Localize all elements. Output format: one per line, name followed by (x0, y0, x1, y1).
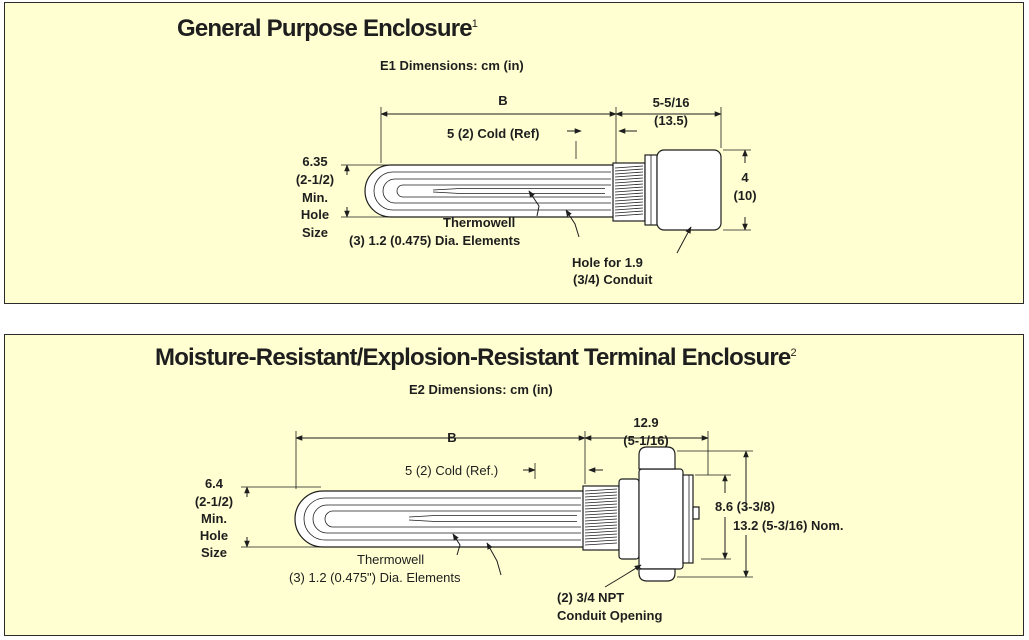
thread-line (614, 210, 644, 214)
e1-label-thermowell: Thermowell (443, 215, 515, 230)
e2-dimension-b (295, 431, 586, 489)
e1-label-hole-4: Hole (301, 207, 329, 222)
e2-label-hole-2: (2-1/2) (195, 494, 233, 509)
thread-line (584, 539, 618, 543)
e2-label-hole-3: Min. (201, 511, 227, 526)
e2-heating-elements (294, 490, 583, 548)
thread-line (614, 198, 644, 202)
panel1-subtitle: E1 Dimensions: cm (in) (380, 58, 524, 73)
e2-dimension-outer-height (677, 450, 753, 578)
e2-label-hole-4: Hole (200, 528, 228, 543)
e1-label-conduit-2: (3/4) Conduit (573, 272, 653, 287)
e2-label-width-cm: 12.9 (633, 415, 658, 430)
e1-label-cold: 5 (2) Cold (Ref) (447, 126, 539, 141)
e2-threaded-fitting (582, 485, 620, 551)
e1-label-hole-3: Min. (302, 190, 328, 205)
thread-line (584, 491, 618, 495)
e2-label-hole-5: Size (201, 545, 227, 560)
thread-line (584, 521, 618, 525)
thread-line (614, 213, 644, 217)
e1-label-b: B (498, 93, 507, 108)
e2-label-outer-height: 13.2 (5-3/16) Nom. (733, 518, 844, 533)
e1-dimension-enclosure-width (615, 107, 722, 148)
e1-label-hole-2: (2-1/2) (296, 172, 334, 187)
thread-line (584, 503, 618, 507)
moisture-explosion-resistant-panel: Moisture-Resistant/Explosion-Resistant T… (4, 334, 1024, 636)
e2-label-conduit-1: (2) 3/4 NPT (557, 590, 624, 605)
e2-dimension-hole-size (241, 486, 321, 548)
thread-line (614, 174, 644, 178)
e1-leader-lines (528, 190, 692, 254)
e1-cold-ref-pointer (567, 128, 637, 159)
thread-line (584, 542, 618, 546)
e2-label-thermowell: Thermowell (357, 552, 424, 567)
thread-line (584, 515, 618, 519)
e2-leader-lines (452, 533, 642, 588)
thread-line (584, 527, 618, 531)
e2-cold-ref-pointer (523, 463, 603, 479)
e2-label-inner-height: 8.6 (3-3/8) (715, 499, 775, 514)
thread-line (584, 494, 618, 498)
e2-label-hole-1: 6.4 (205, 476, 224, 491)
e1-label-elements: (3) 1.2 (0.475) Dia. Elements (349, 233, 520, 248)
thread-line (584, 533, 618, 537)
thread-line (584, 488, 618, 492)
e2-label-width-in: (5-1/16) (623, 433, 669, 448)
thread-line (584, 530, 618, 534)
e1-label-hole-5: Size (302, 225, 328, 240)
e2-heater-drawing: B 5 (2) Cold (Ref.) 12.9 (5-1/16) 6.4 (2… (195, 415, 844, 623)
thread-line (614, 207, 644, 211)
thread-line (614, 189, 644, 193)
e2-label-elements: (3) 1.2 (0.475") Dia. Elements (289, 570, 461, 585)
e2-thermowell (408, 515, 577, 522)
panel1-title: General Purpose Enclosure1 (177, 15, 478, 42)
thread-line (584, 518, 618, 522)
thread-line (614, 183, 644, 187)
panel2-subtitle: E2 Dimensions: cm (in) (409, 382, 553, 397)
panel2-title-footnote: 2 (790, 347, 797, 359)
thread-line (614, 204, 644, 208)
thread-line (614, 180, 644, 184)
thread-line (614, 201, 644, 205)
e1-label-height-in: (10) (733, 188, 756, 203)
thread-line (584, 497, 618, 501)
thread-line (584, 512, 618, 516)
thread-line (584, 509, 618, 513)
thread-line (584, 524, 618, 528)
thread-line (614, 165, 644, 169)
e1-dimension-enclosure-height (723, 149, 751, 231)
thread-line (614, 171, 644, 175)
e1-thermowell (432, 188, 605, 194)
thread-line (584, 500, 618, 504)
e2-enclosure-body (618, 446, 700, 582)
e2-label-cold: 5 (2) Cold (Ref.) (405, 463, 498, 478)
panel2-title: Moisture-Resistant/Explosion-Resistant T… (155, 344, 797, 371)
general-purpose-panel: General Purpose Enclosure1 E1 Dimensions… (4, 2, 1024, 304)
thread-line (584, 506, 618, 510)
e2-dimension-enclosure-width (584, 431, 709, 475)
e2-label-b: B (447, 430, 456, 445)
e1-label-height-cm: 4 (741, 170, 749, 185)
e2-label-conduit-2: Conduit Opening (557, 608, 662, 623)
e1-label-width-cm: 5-5/16 (653, 95, 690, 110)
thread-line (614, 192, 644, 196)
e1-label-width-in: (13.5) (654, 113, 688, 128)
e1-label-conduit-1: Hole for 1.9 (572, 255, 643, 270)
e1-label-hole-1: 6.35 (302, 154, 327, 169)
thread-line (614, 177, 644, 181)
e1-enclosure-box (656, 149, 722, 231)
e2-dimension-inner-height (695, 474, 731, 560)
e1-heating-elements (364, 164, 613, 218)
thread-line (584, 536, 618, 540)
e1-threaded-fitting (612, 154, 658, 226)
thread-line (614, 168, 644, 172)
e1-heater-drawing: B 5 (2) Cold (Ref) 5-5/16 (13.5) 6.35 (2… (296, 93, 757, 287)
thread-line (614, 195, 644, 199)
panel1-title-footnote: 1 (471, 18, 478, 30)
thread-line (614, 186, 644, 190)
e1-dimension-hole-size (341, 164, 389, 218)
